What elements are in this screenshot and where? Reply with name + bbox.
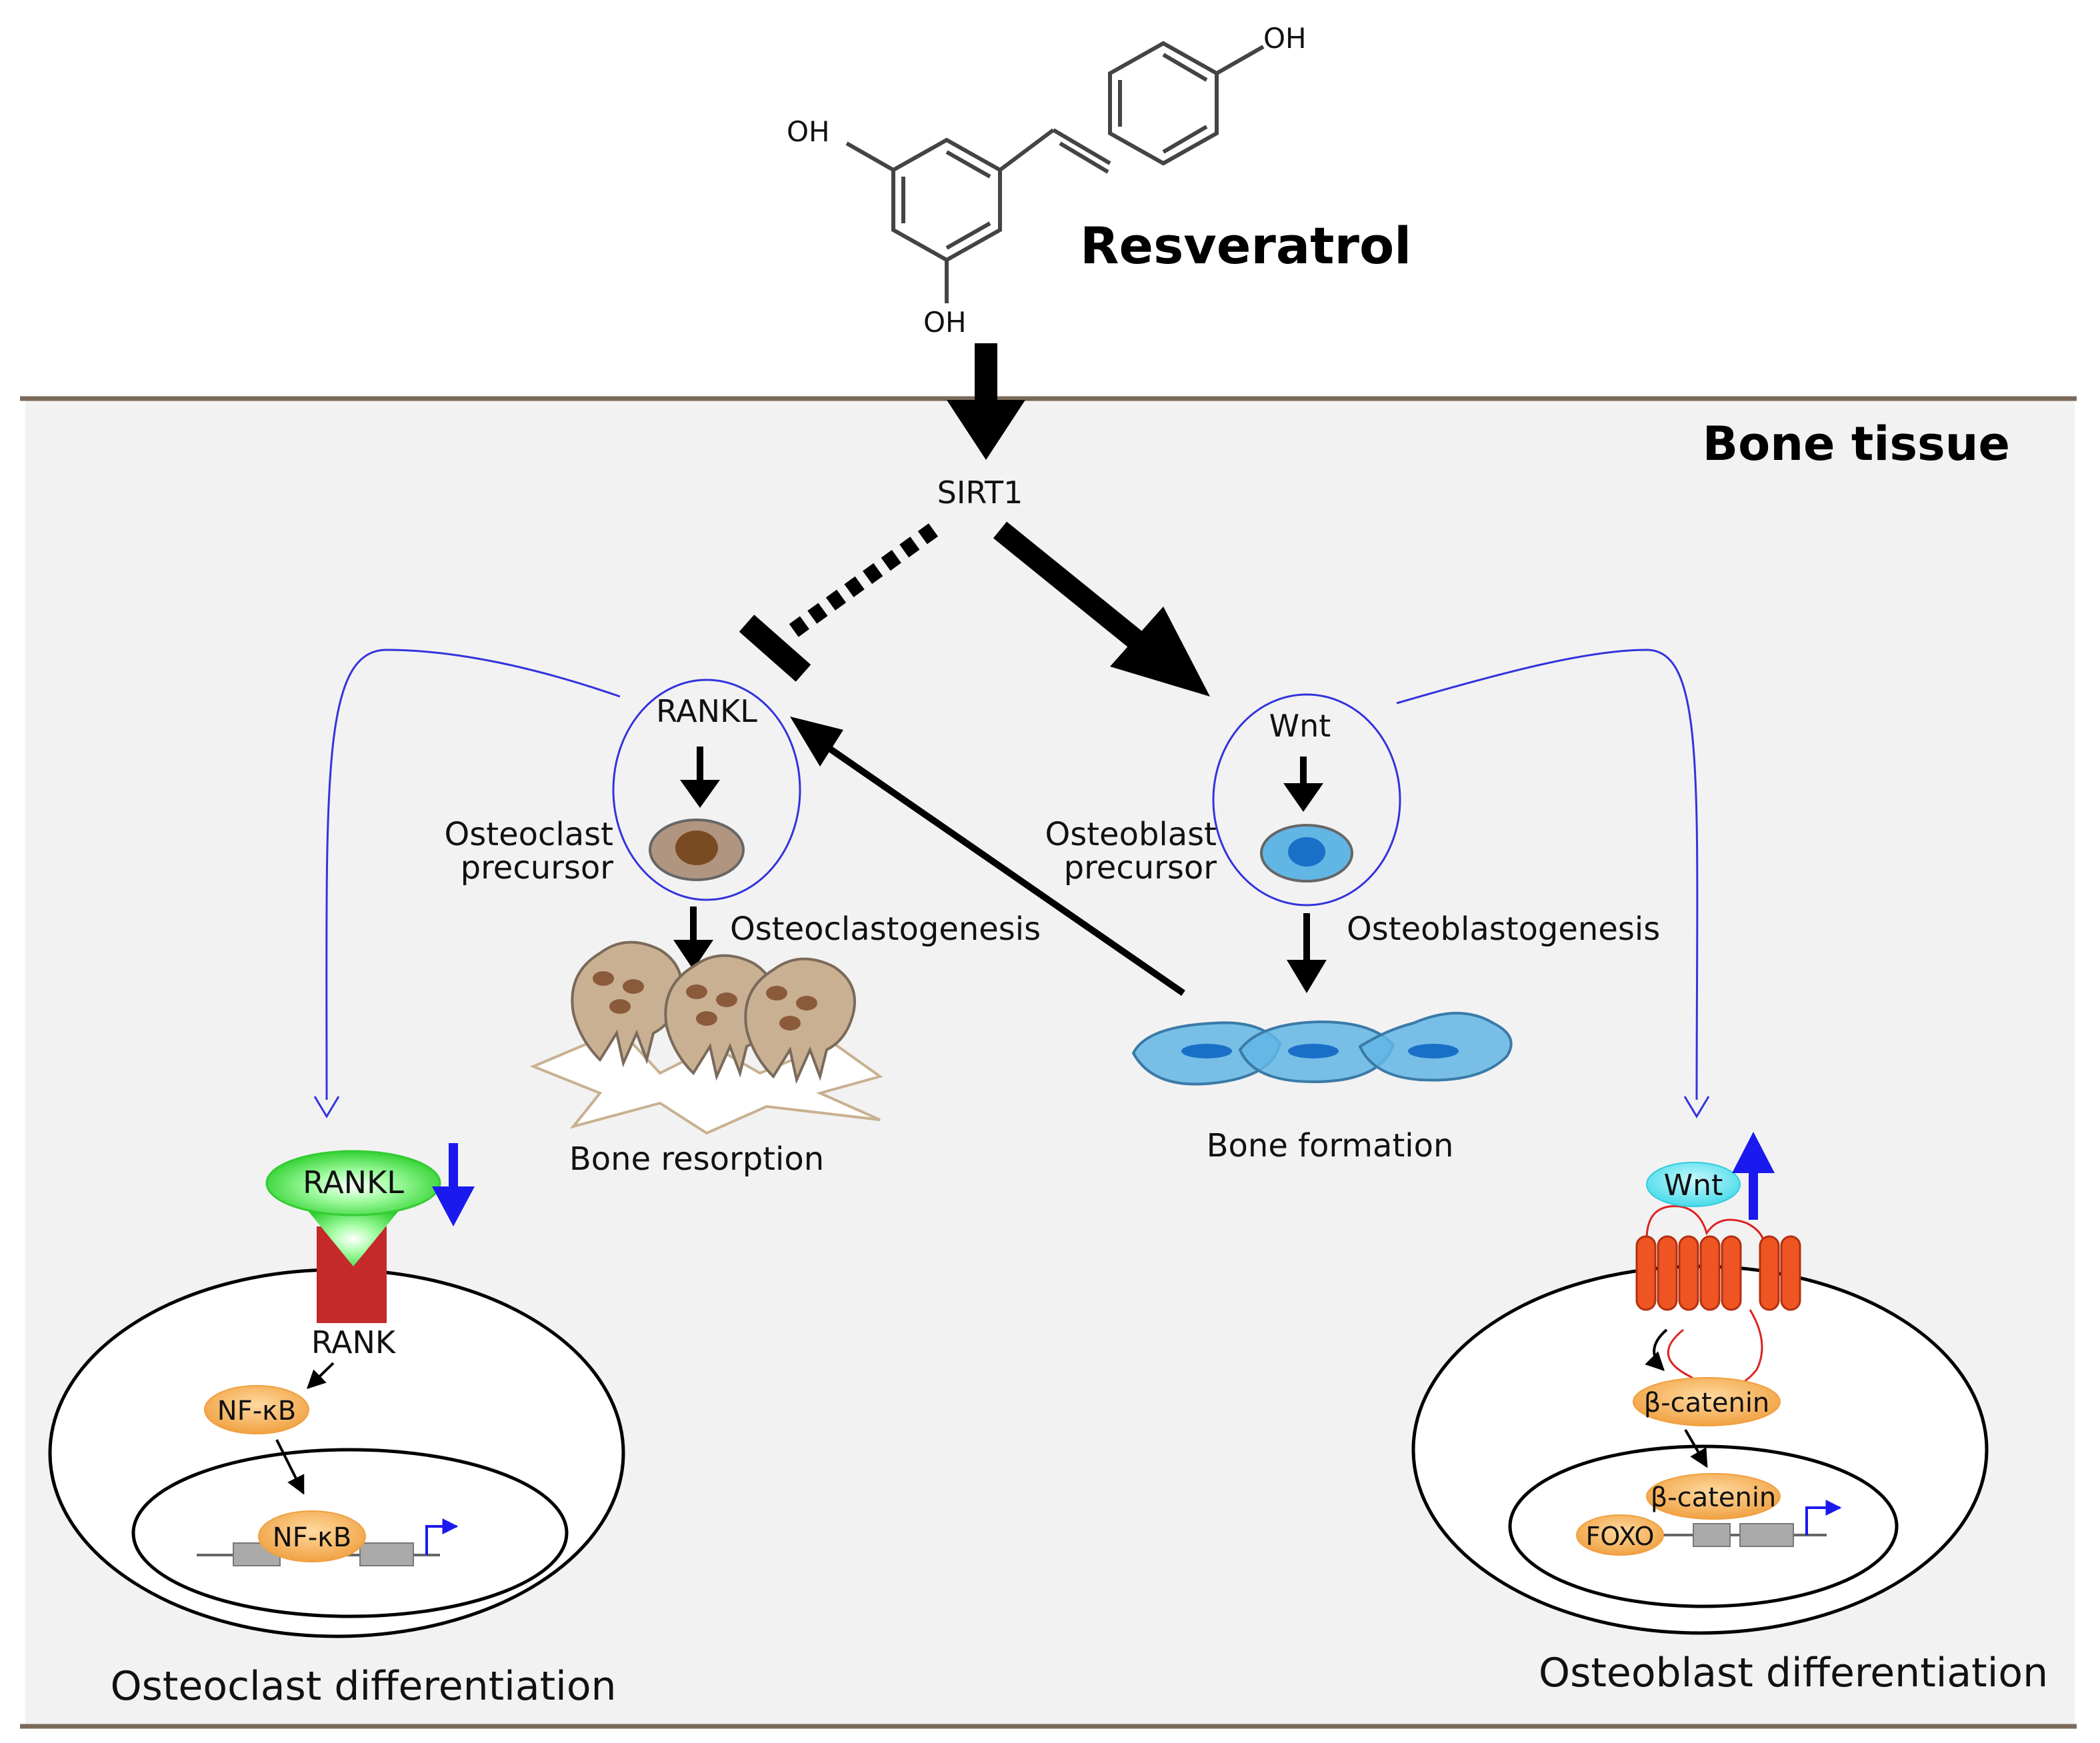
left-ligand-label: RANKL [303, 1164, 404, 1200]
rankl-down-arrow [432, 1143, 475, 1226]
right-ligand-label: Wnt [1664, 1168, 1723, 1202]
compound-name: Resveratrol [1080, 216, 1411, 275]
catenin-translocation-arrow [1684, 1428, 1708, 1468]
rankl-to-precursor-arrow [680, 747, 720, 808]
left-blue-arrowhead [313, 1096, 340, 1118]
osteoblast-precursor-circle [1212, 693, 1401, 906]
rank-to-nfkb-arrow [306, 1362, 335, 1389]
nfkb-translocation-arrow [275, 1439, 305, 1495]
left-dna-strand [197, 1518, 459, 1566]
osteoblast-precursor-label-1: Osteoblast [1045, 816, 1217, 853]
receptor-label: RANK [311, 1324, 397, 1360]
nfkb-cytoplasm-label: NF-κB [217, 1396, 296, 1426]
receptor-to-catenin-arrow [1645, 1328, 1668, 1371]
right-caption: Osteoblast differentiation [1539, 1650, 2048, 1696]
osteoclast-precursor-label-1: Osteoclast [445, 816, 613, 853]
right-blue-arrowhead [1683, 1096, 1710, 1118]
osteoblast-precursor-cell [1260, 824, 1353, 882]
activation-thick-arrow [993, 521, 1210, 697]
frizzled-receptor [1635, 1205, 1801, 1390]
oh-bottom-label: OH [923, 306, 967, 339]
wnt-ligand-node [1646, 1162, 1741, 1207]
left-blue-connector [325, 649, 621, 1100]
feedback-arrow [790, 717, 1185, 996]
right-blue-connector [1396, 649, 1699, 1100]
osteoclastogenesis-arrow [673, 906, 713, 970]
wnt-up-arrow [1732, 1132, 1775, 1220]
osteoblast-precursor-label-2: precursor [1064, 849, 1217, 886]
sirt1-label: SIRT1 [937, 475, 1023, 511]
foxo-label: FOXO [1586, 1522, 1655, 1551]
catenin-nucleus-node [1646, 1473, 1781, 1520]
catenin-cytoplasm-node [1633, 1377, 1781, 1426]
nfkb-nucleus-node [258, 1510, 366, 1562]
resveratrol-arrow-head [947, 400, 1025, 460]
nfkb-cytoplasm-node [204, 1385, 309, 1434]
osteoclast-ligand-label: RANKL [656, 693, 757, 729]
rankl-ligand [265, 1150, 441, 1266]
osteoblastogenesis-arrow [1287, 913, 1327, 993]
bone-resorption-illustration [529, 940, 883, 1135]
foxo-node [1576, 1514, 1664, 1556]
left-caption: Osteoclast differentiation [110, 1663, 616, 1710]
bone-formation-illustration [1131, 1012, 1513, 1086]
osteoclast-precursor-label-2: precursor [461, 849, 614, 886]
osteoclast-precursor-cell [649, 819, 745, 881]
resveratrol-structure [845, 41, 1265, 303]
catenin-nucleus-label: β-catenin [1651, 1482, 1777, 1513]
osteoblast-ligand-label: Wnt [1269, 708, 1331, 744]
resveratrol-arrow-shaft [975, 343, 997, 410]
oh-top-right-label: OH [1263, 22, 1307, 55]
bone-resorption-label: Bone resorption [569, 1140, 824, 1178]
tissue-label: Bone tissue [1703, 417, 2010, 471]
oh-left-label: OH [787, 115, 830, 148]
inhibition-dashed-arrow [739, 523, 939, 682]
osteoblastogenesis-label: Osteoblastogenesis [1347, 910, 1660, 948]
wnt-to-precursor-arrow [1283, 757, 1323, 812]
bone-formation-label: Bone formation [1207, 1127, 1454, 1164]
osteoclast-precursor-circle [612, 679, 801, 901]
nfkb-nucleus-label: NF-κB [273, 1522, 351, 1553]
catenin-cytoplasm-label: β-catenin [1644, 1388, 1770, 1418]
osteoclastogenesis-label: Osteoclastogenesis [730, 910, 1041, 948]
